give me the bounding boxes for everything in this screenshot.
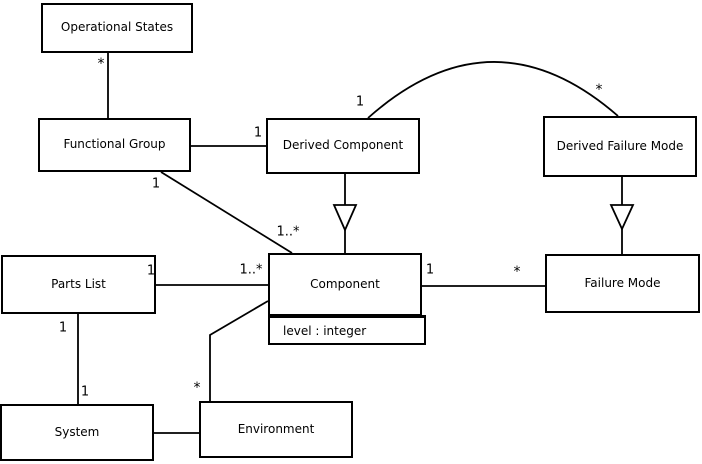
class-box-system: System — [0, 404, 154, 461]
multiplicity-system-top: 1 — [80, 384, 90, 400]
multiplicity-environment-top: * — [193, 380, 201, 396]
class-name: Operational States — [60, 20, 174, 35]
class-name: System — [54, 424, 100, 439]
class-attribute: level : integer — [283, 323, 367, 338]
multiplicity-parts-list-bottom: 1 — [58, 320, 68, 336]
multiplicity-failure-mode: * — [513, 264, 521, 280]
class-name: Derived Component — [282, 138, 404, 153]
edge-functional-group-component — [160, 171, 293, 254]
class-name: Parts List — [51, 276, 106, 291]
multiplicity-component-left: 1..* — [239, 262, 263, 278]
edge-arc-derived-component-derived-failure-mode — [367, 61, 619, 119]
class-name: Component — [310, 276, 380, 291]
multiplicity-operational-states: * — [97, 56, 105, 72]
multiplicity-derived-component-arc: 1 — [355, 94, 365, 110]
class-box-component-name-compartment: Component — [268, 253, 422, 316]
multiplicity-functional-group: 1 — [151, 176, 161, 192]
multiplicity-component-right: 1 — [425, 262, 435, 278]
generalization-triangle-component-icon — [332, 204, 358, 233]
edge-environment-component — [209, 300, 269, 401]
class-name: Failure Mode — [584, 275, 661, 290]
multiplicity-derived-failure-mode-arc: * — [595, 82, 603, 98]
class-box-operational-states: Operational States — [41, 3, 193, 53]
class-name: Functional Group — [63, 137, 166, 152]
class-box-component-attribute-compartment: level : integer — [268, 315, 426, 345]
class-box-functional-group: Functional Group — [38, 118, 191, 172]
class-box-parts-list: Parts List — [1, 255, 156, 314]
multiplicity-derived-component-left: 1 — [253, 125, 263, 141]
multiplicity-component-top: 1..* — [276, 224, 300, 240]
class-box-failure-mode: Failure Mode — [545, 254, 700, 313]
class-name: Derived Failure Mode — [556, 138, 684, 153]
class-box-derived-failure-mode: Derived Failure Mode — [543, 116, 697, 177]
class-box-derived-component: Derived Component — [266, 118, 420, 174]
class-name: Environment — [237, 421, 315, 436]
multiplicity-parts-list-right: 1 — [146, 263, 156, 279]
class-box-environment: Environment — [199, 401, 353, 458]
generalization-triangle-failure-mode-icon — [609, 204, 635, 232]
